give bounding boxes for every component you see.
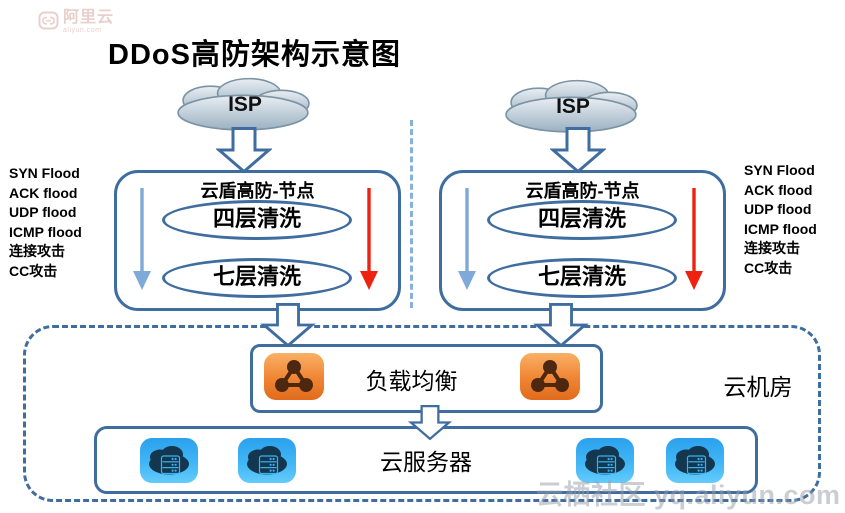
attack-traffic-arrow: [358, 186, 380, 292]
cloud-server-box: 云服务器: [94, 426, 758, 494]
load-balancer-label: 负载均衡: [365, 368, 458, 395]
isp-label: ISP: [556, 95, 590, 118]
attack-item: CC攻击: [744, 259, 793, 276]
cloud-datacenter-label: 云机房: [723, 375, 793, 401]
attack-item: ICMP flood: [744, 220, 817, 237]
attack-traffic-arrow: [683, 186, 705, 292]
attack-item: SYN Flood: [9, 165, 80, 181]
attack-list-left: SYN Flood ACK flood UDP flood ICMP flood…: [9, 164, 82, 281]
brand-watermark: 阿里云 aliyun.com: [38, 10, 114, 34]
attack-item: CC攻击: [9, 262, 58, 279]
cloud-server-label: 云服务器: [380, 450, 472, 476]
attack-item: 连接攻击: [744, 240, 800, 256]
protection-node-right: 云盾高防-节点 四层清洗 七层清洗: [439, 170, 726, 311]
brand-domain: aliyun.com: [63, 27, 102, 34]
attack-item: ICMP flood: [9, 223, 82, 240]
node-title: 云盾高防-节点: [525, 181, 640, 201]
diagram-title: DDoS高防架构示意图: [108, 39, 401, 71]
inbound-traffic-arrow: [131, 186, 153, 292]
layer7-cleaning-ellipse: 七层清洗: [162, 258, 352, 298]
layer4-cleaning-ellipse: 四层清洗: [487, 200, 677, 240]
node-title: 云盾高防-节点: [200, 181, 315, 201]
attack-item: SYN Flood: [744, 162, 815, 178]
isp-node-right: ISP: [504, 79, 642, 134]
load-balancer-box: 负载均衡: [250, 344, 603, 413]
inbound-traffic-arrow: [456, 186, 478, 292]
isp-node-left: ISP: [176, 77, 314, 132]
down-arrow-node-to-lb-right: [533, 303, 589, 347]
layer4-cleaning-ellipse: 四层清洗: [162, 200, 352, 240]
attack-list-right: SYN Flood ACK flood UDP flood ICMP flood…: [744, 161, 817, 278]
layer7-cleaning-ellipse: 七层清洗: [487, 258, 677, 298]
protection-node-left: 云盾高防-节点 四层清洗 七层清洗: [114, 170, 401, 311]
attack-item: UDP flood: [744, 201, 812, 217]
down-arrow-node-to-lb-left: [260, 303, 316, 347]
attack-item: 连接攻击: [9, 243, 65, 259]
brand-name: 阿里云: [63, 9, 115, 26]
down-arrow-lb-to-server: [406, 405, 454, 440]
cloud-datacenter-box: [23, 325, 821, 502]
attack-item: ACK flood: [9, 184, 78, 201]
down-arrow-isp-to-node-right: [550, 127, 606, 173]
isp-label: ISP: [228, 93, 262, 116]
down-arrow-isp-to-node-left: [216, 127, 272, 173]
attack-item: ACK flood: [744, 181, 813, 198]
aliyun-logo-icon: [38, 11, 59, 30]
vertical-dashed-divider: [410, 120, 413, 308]
attack-item: UDP flood: [9, 204, 77, 220]
